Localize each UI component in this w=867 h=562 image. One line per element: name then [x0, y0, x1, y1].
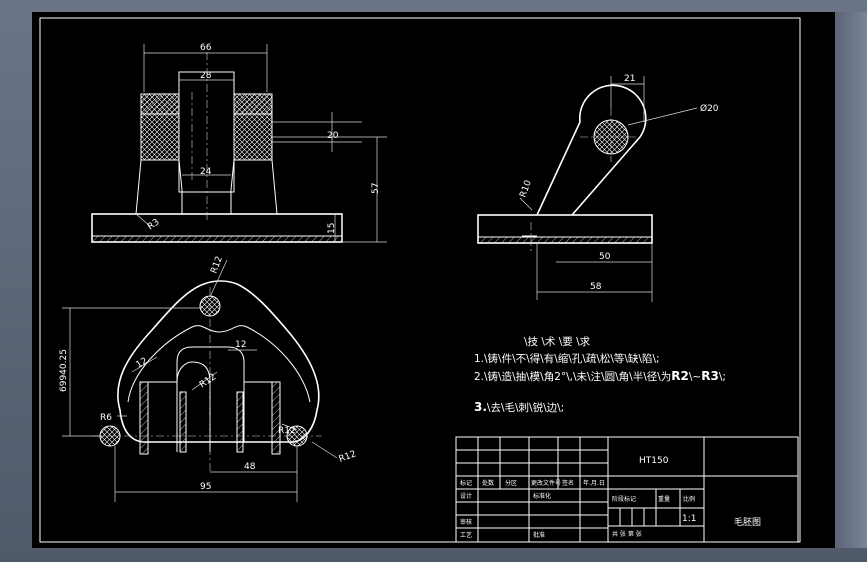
req-line3-text: \去\毛\刺\锐\边\;	[487, 401, 564, 414]
tb-biaozhunhua: 标准化	[533, 492, 551, 500]
front-base-hatch	[91, 235, 343, 243]
title-block[interactable]: 标记 处数 分区 更改文件号 签名 年.月.日 设计 标准化 审核 工艺 批准 …	[455, 436, 799, 543]
viewport-right-strip	[835, 12, 867, 548]
tb-date: 年.月.日	[583, 479, 605, 487]
dim-front-base: 15	[327, 223, 337, 234]
req-line2-prefix: 2.\铸\造\抽\模\角2°\,\未\注\圆\角\半\径\为	[474, 370, 671, 383]
dim-front-bore: 28	[200, 71, 212, 81]
dim-side-len1: 50	[599, 252, 611, 262]
technical-requirements: \技 \术 \要 \求 1.\铸\件\不\得\有\缩\孔\疏\松\等\缺\陷\;…	[474, 335, 726, 414]
front-left-leg	[135, 159, 183, 215]
dim-top-t2: 12	[235, 340, 246, 350]
tb-gongyi: 工艺	[460, 531, 472, 539]
side-view[interactable]: 21 Ø20 R10 50 58	[477, 74, 719, 302]
tb-zhang: 共 张 第 张	[612, 530, 642, 538]
tb-biaoji: 标记	[460, 479, 472, 487]
dim-top-span: 48	[244, 462, 256, 472]
front-view[interactable]: 66 28 24 20 57 15 R3	[91, 43, 387, 243]
dim-front-fillet: R3	[146, 217, 162, 232]
req-line3-num: 3.	[474, 400, 487, 414]
front-right-leg	[230, 159, 278, 215]
tb-qianming: 签名	[562, 479, 574, 487]
req-line2: 2.\铸\造\抽\模\角2°\,\未\注\圆\角\半\径\为R2\~R3\;	[474, 369, 726, 383]
dim-front-hole: 20	[327, 131, 339, 141]
front-left-boss-top	[140, 93, 180, 115]
tb-chushu: 处数	[482, 479, 494, 487]
tb-shenhe: 审核	[460, 518, 472, 526]
drawing-canvas[interactable]: 66 28 24 20 57 15 R3	[32, 12, 835, 548]
tb-drawing-name: 毛胚图	[734, 516, 761, 528]
front-center-bore	[178, 71, 235, 193]
tb-fenqu: 分区	[505, 479, 517, 487]
side-base-hatch	[477, 236, 653, 244]
tb-pizhun: 批准	[533, 531, 545, 539]
req-title: \技 \术 \要 \求	[524, 335, 591, 348]
tb-material: HT150	[639, 456, 669, 466]
tb-zhongliang: 重量	[658, 495, 670, 503]
top-inner-u	[176, 361, 211, 452]
req-line2-end: \;	[719, 371, 726, 383]
dim-top-r12-right: R12	[278, 426, 296, 436]
req-line2-sep: \~	[689, 371, 701, 383]
drawing-svg[interactable]: 66 28 24 20 57 15 R3	[32, 12, 835, 548]
req-line1: 1.\铸\件\不\得\有\缩\孔\疏\松\等\缺\陷\;	[474, 352, 660, 365]
tb-sheji: 设计	[460, 492, 472, 500]
top-inner-hatch-r	[236, 391, 244, 453]
top-view[interactable]: 69940.25 R12 12 12 R12 R6 R12 R12 48	[59, 255, 358, 502]
dim-front-width: 66	[200, 43, 212, 53]
dim-front-height: 57	[371, 183, 381, 194]
dim-side-fillet: R10	[518, 179, 534, 199]
front-right-boss-top	[233, 93, 273, 115]
side-lug	[536, 84, 647, 216]
dim-top-r6: R6	[100, 413, 112, 423]
dim-side-width: 21	[624, 74, 635, 84]
dim-side-len2: 58	[590, 282, 602, 292]
req-line2-r2: R2	[671, 369, 689, 383]
dim-side-hole: Ø20	[700, 103, 719, 114]
dim-top-t1: 12	[135, 356, 150, 370]
drawing-border	[39, 17, 801, 543]
top-right-wall	[271, 381, 281, 455]
tb-jieduan: 阶段标记	[612, 495, 636, 503]
dim-top-height: 69940.25	[59, 349, 69, 392]
tb-scale: 1:1	[682, 514, 696, 524]
top-left-wall	[139, 381, 149, 455]
tb-bili: 比例	[683, 495, 695, 503]
dim-top-r12-top: R12	[209, 255, 224, 275]
req-line2-r3: R3	[701, 369, 719, 383]
dim-top-total: 95	[200, 482, 211, 492]
dim-front-inner: 24	[200, 167, 212, 177]
top-inner-hatch-l	[179, 391, 187, 453]
dim-top-r12-edge: R12	[338, 449, 358, 464]
dim-top-r12-mid: R12	[198, 372, 218, 390]
req-line3: 3.\去\毛\刺\锐\边\;	[474, 400, 564, 414]
top-inner-curve	[127, 325, 311, 403]
tb-wenjian: 更改文件号	[531, 479, 561, 487]
